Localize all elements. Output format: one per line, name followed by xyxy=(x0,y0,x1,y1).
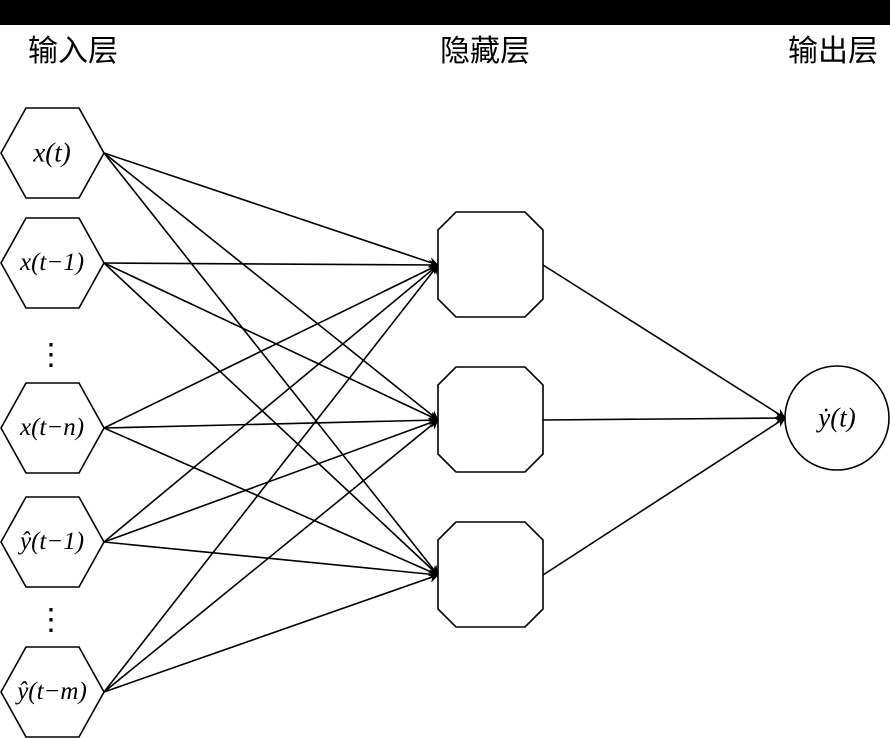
input-node-label: x(t−1) xyxy=(19,249,85,276)
input-node-label: ŷ(t−1) xyxy=(19,528,85,555)
ellipsis-1: ⋮ xyxy=(36,603,66,637)
edge-input-2-hidden-2 xyxy=(103,427,439,576)
edge-input-4-hidden-1 xyxy=(103,419,439,693)
edge-hidden-2-output xyxy=(542,417,786,576)
edge-input-2-hidden-1 xyxy=(103,415,439,429)
input-layer-label: 输入层 xyxy=(28,34,118,69)
input-node-4 xyxy=(0,646,105,738)
top-bar xyxy=(0,0,890,25)
output-node-label: ẏ(t) xyxy=(818,402,856,433)
output-layer-label: 输出层 xyxy=(788,34,878,69)
edge-input-0-hidden-2 xyxy=(103,152,439,576)
edge-input-3-hidden-1 xyxy=(103,418,439,543)
input-node-3 xyxy=(0,496,105,588)
edge-input-1-hidden-0 xyxy=(103,259,439,270)
edge-input-1-hidden-2 xyxy=(103,262,439,576)
edge-hidden-0-output xyxy=(542,264,786,419)
ellipsis-0: ⋮ xyxy=(36,338,66,372)
input-node-label: ŷ(t−m) xyxy=(17,678,87,705)
hidden-node-2 xyxy=(437,521,544,628)
hidden-layer-label: 隐藏层 xyxy=(440,34,530,69)
input-node-label: x(t) xyxy=(33,137,71,168)
edge-input-3-hidden-2 xyxy=(103,541,439,580)
output-node xyxy=(784,365,890,471)
edge-input-4-hidden-0 xyxy=(103,264,439,693)
edge-input-0-hidden-0 xyxy=(103,152,439,267)
hidden-node-1 xyxy=(437,366,544,473)
hidden-node-0 xyxy=(437,211,544,318)
input-node-label: x(t−n) xyxy=(19,414,85,441)
edge-input-3-hidden-0 xyxy=(103,264,439,543)
input-node-0 xyxy=(0,107,105,199)
edge-input-1-hidden-1 xyxy=(103,262,439,421)
edge-input-2-hidden-0 xyxy=(103,264,439,429)
edge-hidden-1-output xyxy=(542,413,786,424)
edge-input-4-hidden-2 xyxy=(103,573,439,693)
input-node-2 xyxy=(0,382,105,474)
input-node-1 xyxy=(0,217,105,309)
edge-input-0-hidden-1 xyxy=(103,152,439,421)
